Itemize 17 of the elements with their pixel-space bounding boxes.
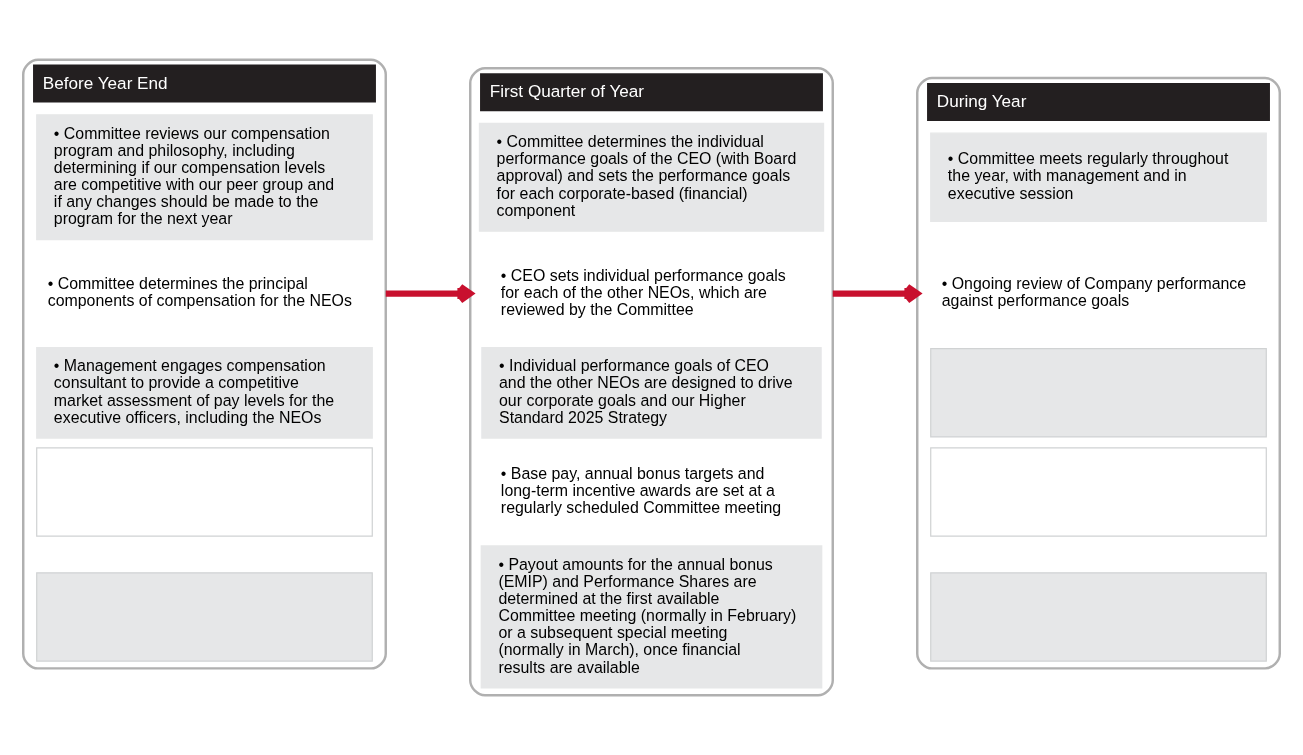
node-box <box>930 447 1267 537</box>
arrow <box>832 283 921 304</box>
node-box: • Individual performance goals of CEO and the other NEOs are designed to drive our corporate goals and our Higher Standard 2025 Strategy <box>481 346 822 439</box>
node-box <box>930 572 1267 662</box>
arrow <box>385 283 474 304</box>
node-text: • Base pay, annual bonus targets and long-term incentive awards are set at a regularly scheduled Committee meeting <box>500 465 782 517</box>
node-box: • Management engages compensation consultant to provide a competitive market assessment of pay levels for the executive officers, including the NEOs <box>36 346 373 439</box>
node-text: • CEO sets individual performance goals for each of the other NEOs, which are reviewed by the Committee <box>500 266 786 318</box>
node-text: • Ongoing review of Company performance against performance goals <box>941 275 1247 310</box>
node-box <box>36 447 373 537</box>
node-box <box>36 572 373 662</box>
node-box <box>930 348 1267 438</box>
node-box: • Payout amounts for the annual bonus (EMIP) and Performance Shares are determined at the first available Committee meeting (normally in February) or a subsequent special meeting (normally in March), once financial results are available <box>480 545 823 689</box>
node-text: • Committee determines the principal components of compensation for the NEOs <box>47 275 352 310</box>
node-box: • Committee determines the individual performance goals of the CEO (with Board approval) and sets the performance goals for each corporate-based (financial) component <box>478 122 825 232</box>
node-box: • Committee reviews our compensation program and philosophy, including determining if our compensation levels are competitive with our peer group and if any changes should be made to the program for the next year <box>36 114 373 241</box>
node-box: • Committee meets regularly throughout the year, with management and in executive session <box>930 132 1267 222</box>
